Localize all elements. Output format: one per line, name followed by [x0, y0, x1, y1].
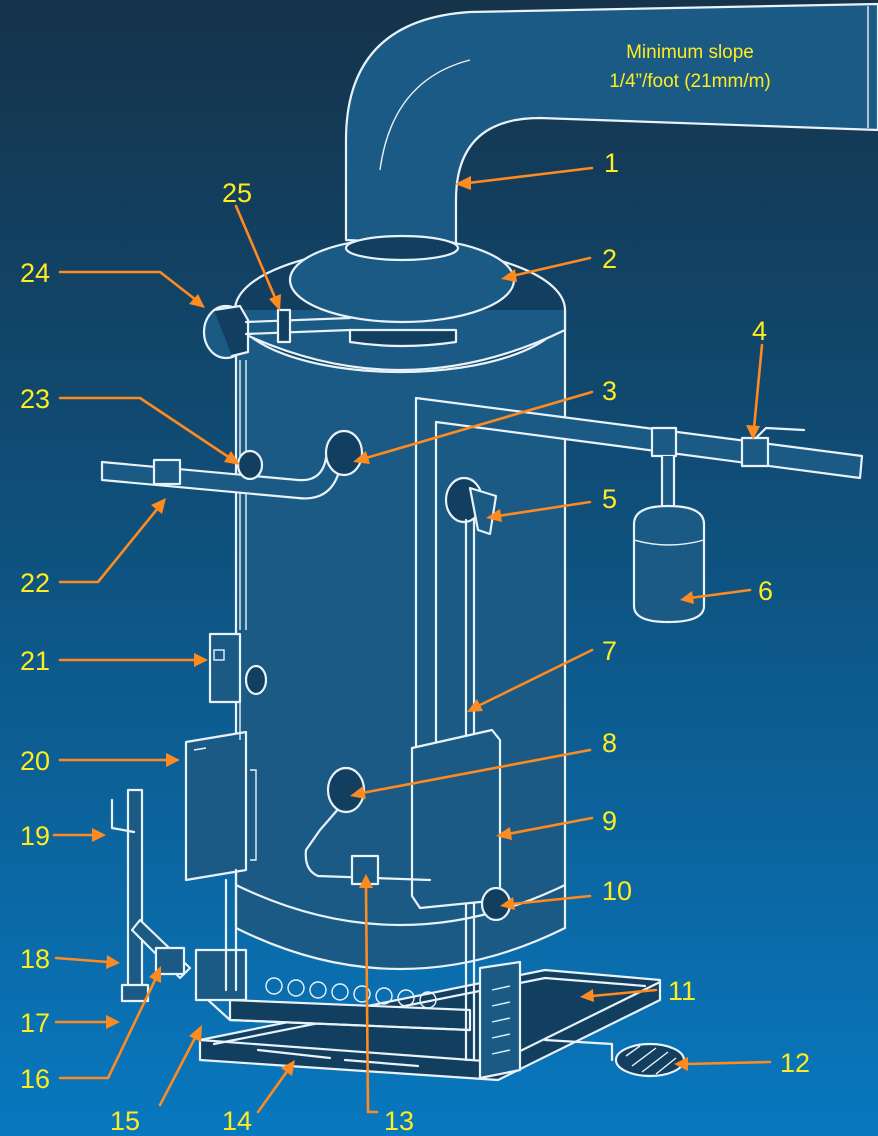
callout-11: 11: [668, 976, 696, 1006]
thermostat: [208, 632, 268, 704]
callout-9: 9: [602, 806, 617, 836]
callout-25: 25: [222, 178, 252, 208]
callout-4: 4: [752, 316, 767, 346]
water-piping: [100, 396, 864, 1062]
callout-6: 6: [758, 576, 773, 606]
callout-19: 19: [20, 821, 50, 851]
callout-10: 10: [602, 876, 632, 906]
callout-24: 24: [20, 258, 50, 288]
callout-18: 18: [20, 944, 50, 974]
callout-1: 1: [604, 148, 619, 178]
callout-21: 21: [20, 646, 50, 676]
callout-20: 20: [20, 746, 50, 776]
callout-12: 12: [780, 1048, 810, 1078]
leader-lines: [52, 166, 772, 1114]
callout-7: 7: [602, 636, 617, 666]
callout-3: 3: [602, 376, 617, 406]
power-vent-blower: [202, 304, 352, 740]
callout-2: 2: [602, 244, 617, 274]
control-module: [184, 730, 257, 992]
vent-pipe: [344, 2, 878, 247]
callout-5: 5: [602, 484, 617, 514]
gas-supply-piping: [110, 788, 472, 1032]
callout-15: 15: [110, 1106, 140, 1136]
callout-23: 23: [20, 384, 50, 414]
callout-17: 17: [20, 1008, 50, 1038]
callout-8: 8: [602, 728, 617, 758]
note-line1: Minimum slope: [626, 42, 754, 63]
note-line2: 1/4”/foot (21mm/m): [609, 71, 771, 92]
callout-13: 13: [384, 1106, 414, 1136]
tank-body: [233, 246, 567, 970]
expansion-tank: [632, 504, 706, 624]
callout-22: 22: [20, 568, 50, 598]
callout-16: 16: [20, 1064, 50, 1094]
callout-14: 14: [222, 1106, 252, 1136]
callout-labels: 1 2 3 4 5 6 7 8 9 10 11 12 13 14 15 16 1…: [20, 148, 810, 1136]
floor-drain: [543, 1038, 686, 1078]
